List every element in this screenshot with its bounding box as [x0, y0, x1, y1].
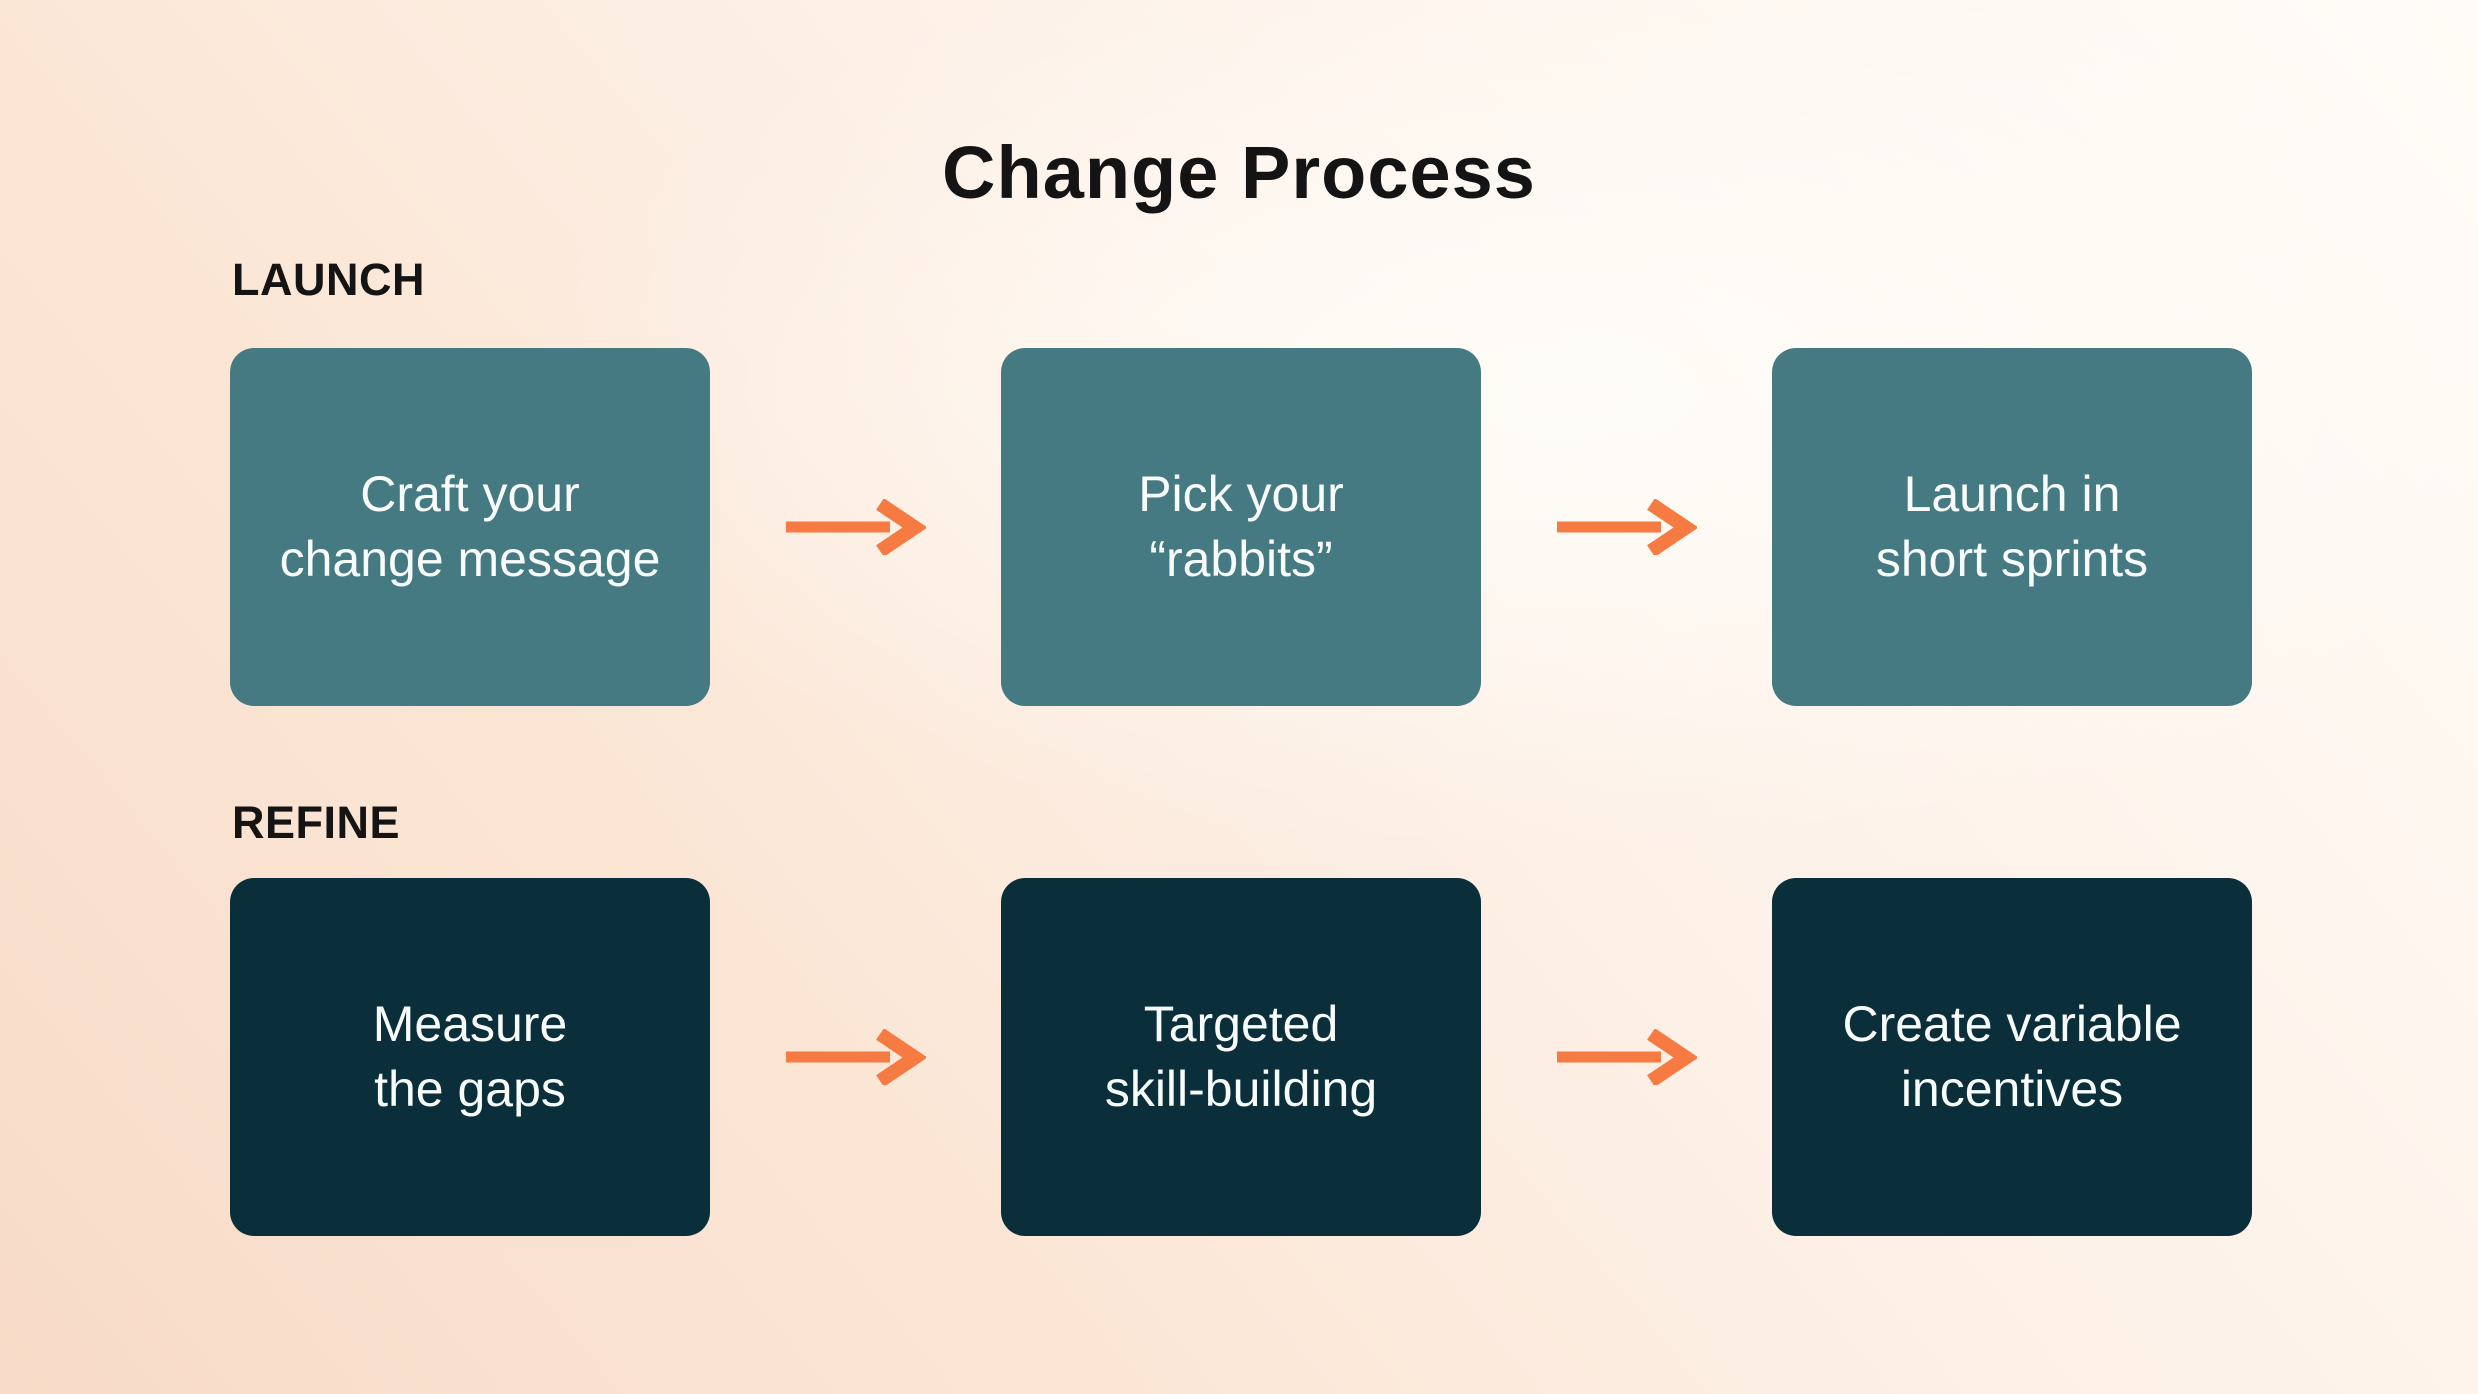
step-label-line: skill-building: [1104, 1061, 1378, 1117]
step-label-line: Measure: [372, 996, 568, 1052]
step-box-variable-incentives: Create variable incentives: [1772, 878, 2252, 1236]
step-box-launch-sprints: Launch in short sprints: [1772, 348, 2252, 706]
step-box-craft-change-message: Craft your change message: [230, 348, 710, 706]
step-label-line: Create variable: [1842, 996, 2182, 1052]
step-label: Launch in short sprints: [1876, 462, 2148, 592]
step-label: Pick your “rabbits”: [1138, 462, 1344, 592]
arrow-right-icon: [1556, 1029, 1697, 1085]
step-label: Measure the gaps: [373, 992, 568, 1122]
step-label: Craft your change message: [280, 462, 661, 592]
page-title: Change Process: [942, 131, 1536, 214]
step-box-pick-rabbits: Pick your “rabbits”: [1001, 348, 1481, 706]
step-label-line: Craft your: [360, 466, 580, 522]
step-box-measure-gaps: Measure the gaps: [230, 878, 710, 1236]
refine-step-row: Measure the gaps Targeted skill-building…: [230, 878, 2252, 1236]
step-label: Targeted skill-building: [1105, 992, 1377, 1122]
step-label-line: Pick your: [1138, 466, 1344, 522]
launch-step-row: Craft your change message Pick your “rab…: [230, 348, 2252, 706]
step-label-line: short sprints: [1875, 531, 2149, 587]
step-label: Create variable incentives: [1842, 992, 2181, 1122]
section-label-launch: LAUNCH: [232, 254, 425, 305]
step-label-line: “rabbits”: [1149, 531, 1333, 587]
arrow-right-icon: [1556, 499, 1697, 555]
arrow-right-icon: [785, 499, 926, 555]
step-label-line: Targeted: [1143, 996, 1339, 1052]
arrow-right-icon: [785, 1029, 926, 1085]
step-label-line: incentives: [1900, 1061, 2124, 1117]
step-label-line: Launch in: [1903, 466, 2121, 522]
step-label-line: the gaps: [374, 1061, 566, 1117]
step-label-line: change message: [279, 531, 661, 587]
section-label-refine: REFINE: [232, 797, 401, 848]
step-box-targeted-skill-building: Targeted skill-building: [1001, 878, 1481, 1236]
